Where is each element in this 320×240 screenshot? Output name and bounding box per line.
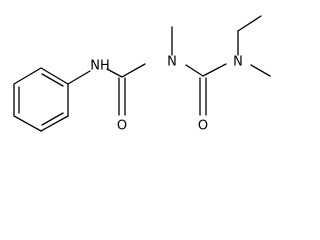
atom-label-o-left: O [117, 119, 127, 134]
ring-double-bond-inner-2 [41, 112, 64, 126]
bond-carbonyl-1-to-n [121, 63, 146, 78]
skeleton-bonds [67, 15, 271, 116]
bond-n-center-to-carbonyl-2 [185, 64, 204, 77]
atom-label-o-right: O [198, 119, 208, 134]
ring-bond-6 [13, 67, 42, 85]
atom-label-nh: NH [90, 59, 110, 74]
atom-label-n-right: N [233, 55, 243, 70]
ring-bond-1 [40, 67, 69, 85]
bond-nh-to-carbonyl-1 [106, 68, 123, 78]
bond-ethyl-2 [237, 15, 262, 32]
bond-ring-to-nh [67, 70, 91, 85]
phenyl-ring [13, 67, 69, 132]
ring-bond-3 [40, 115, 69, 132]
chemical-structure-diagram: NH N N O O [13, 15, 271, 134]
bond-carbonyl-2-to-n [202, 63, 227, 77]
bond-n-right-methyl [250, 64, 271, 77]
atom-label-n-center: N [167, 55, 177, 70]
ring-bond-4 [13, 115, 42, 132]
ring-double-bond-inner-1 [41, 73, 64, 87]
atom-labels: NH N N O O [90, 55, 243, 134]
